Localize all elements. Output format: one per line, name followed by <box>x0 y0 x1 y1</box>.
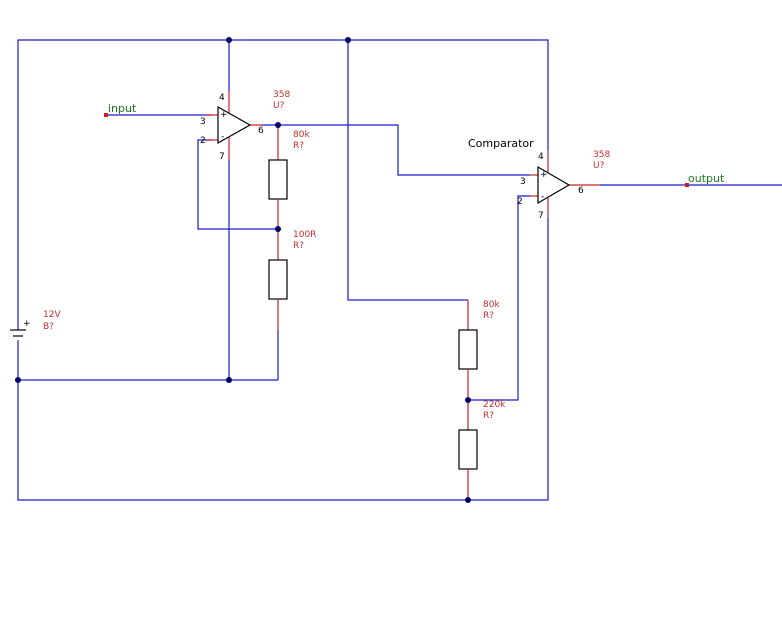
opamp2-minus-sign: - <box>541 192 544 202</box>
input-terminal <box>104 113 108 117</box>
opamp2-pin6-label: 6 <box>578 186 584 196</box>
resistor-r3-ref: R? <box>483 311 494 321</box>
resistor-r3-value: 80k <box>483 300 500 310</box>
opamp2-triangle <box>537 165 571 205</box>
input-net-label: input <box>108 102 137 115</box>
output-terminal <box>685 183 689 187</box>
battery-value: 12V <box>43 310 61 320</box>
opamp1-output-wire <box>262 124 530 176</box>
comparator-label: Comparator <box>468 137 534 150</box>
opamp1-plus-sign: + <box>220 110 228 120</box>
net-labels: input output <box>104 102 725 187</box>
junctions <box>15 37 471 503</box>
resistor-r4-value: 220k <box>483 400 506 410</box>
resistor-r4-body <box>458 429 478 470</box>
ground-rail-wire <box>17 218 549 501</box>
opamp1-part: 358 <box>273 90 290 100</box>
opamp1-pin6-label: 6 <box>258 126 264 136</box>
opamp2-pin3-label: 3 <box>520 177 526 187</box>
resistor-r2-ref: R? <box>293 241 304 251</box>
opamp2-part: 358 <box>593 150 610 160</box>
resistor-r4-ref: R? <box>483 411 494 421</box>
junction-dot <box>226 377 232 383</box>
reference-divider-wire <box>347 40 468 301</box>
resistor-r3-body <box>458 329 478 370</box>
opamp1-pin7-label: 7 <box>219 152 225 162</box>
opamp-1: + - 4 7 3 2 6 358 U? <box>200 90 290 162</box>
battery-plus-sign: + <box>23 319 31 329</box>
resistor-r1: 80k R? <box>268 125 310 229</box>
resistor-r1-body <box>268 159 288 200</box>
comparator-ref-wire <box>468 195 530 401</box>
wires <box>17 39 782 501</box>
opamp1-pin3-label: 3 <box>200 117 206 127</box>
resistor-r1-ref: R? <box>293 141 304 151</box>
opamp2-pin7-label: 7 <box>538 211 544 221</box>
opamp2-plus-sign: + <box>540 170 548 180</box>
junction-dot <box>465 397 471 403</box>
battery: + 12V B? <box>10 310 61 337</box>
opamp-2-comparator: + - 4 7 3 2 6 358 U? Comparator <box>468 137 610 221</box>
opamp1-ref: U? <box>273 101 285 111</box>
output-net-label: output <box>688 172 725 185</box>
junction-dot <box>275 226 281 232</box>
resistor-r3: 80k R? <box>458 300 500 400</box>
junction-dot <box>345 37 351 43</box>
opamp2-pin4-label: 4 <box>538 152 544 162</box>
resistor-r4: 220k R? <box>458 400 506 500</box>
resistor-r1-value: 80k <box>293 130 310 140</box>
top-rail-wire <box>17 39 549 330</box>
opamp1-pin2-label: 2 <box>200 136 206 146</box>
junction-dot <box>226 37 232 43</box>
opamp1-pin4-label: 4 <box>219 93 225 103</box>
battery-ref: B? <box>43 322 54 332</box>
junction-dot <box>465 497 471 503</box>
opamp2-pin2-label: 2 <box>517 197 523 207</box>
resistor-r2-value: 100R <box>293 230 316 240</box>
resistor-r2-body <box>268 259 288 300</box>
junction-dot <box>15 377 21 383</box>
feedback-wire <box>197 139 278 230</box>
junction-dot <box>275 122 281 128</box>
opamp1-minus-sign: - <box>221 132 224 142</box>
opamp2-ref: U? <box>593 161 605 171</box>
opamp1-triangle <box>217 105 252 145</box>
resistor-r2: 100R R? <box>268 229 316 380</box>
